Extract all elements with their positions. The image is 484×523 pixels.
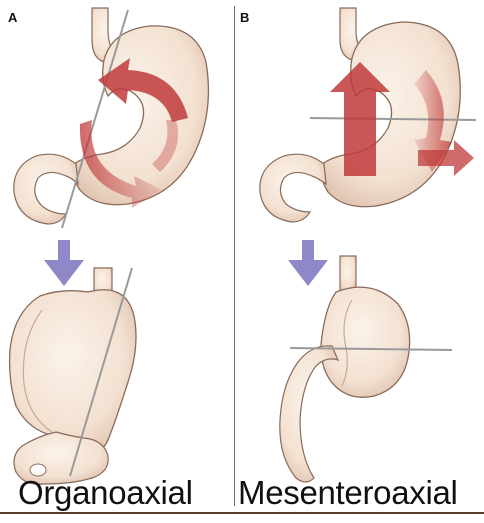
- panel-divider: [234, 6, 235, 506]
- panel-b-normal-stomach: [259, 7, 477, 223]
- rotation-arrow-up: [330, 62, 390, 176]
- transition-arrow-b: [288, 240, 328, 286]
- duodenum-elongated: [279, 345, 340, 483]
- panel-a-organoaxial-stomach: [8, 267, 137, 485]
- rotation-arrow-lower: [79, 120, 162, 208]
- rotation-arrow-back: [152, 120, 178, 172]
- stomach-rotated: [8, 289, 137, 456]
- stomach-flipped: [320, 286, 411, 398]
- bottom-rule: [0, 512, 484, 514]
- duodenum: [13, 153, 79, 225]
- esophagus-short: [339, 255, 357, 293]
- duodenum-lumen: [29, 463, 47, 477]
- organoaxial-axis-line: [61, 9, 129, 229]
- duodenum: [259, 153, 327, 223]
- mesenteroaxial-axis-line: [309, 117, 477, 121]
- rotation-arrow-down: [414, 70, 452, 172]
- organoaxial-axis-line-after: [69, 267, 133, 477]
- mesenteroaxial-axis-line-after: [289, 347, 453, 351]
- caption-organoaxial: Organoaxial: [18, 474, 193, 511]
- panel-b-mesenteroaxial-stomach: [279, 255, 453, 483]
- transition-arrow-a: [44, 240, 84, 286]
- panel-label-a: A: [8, 10, 18, 25]
- panel-a-normal-stomach: [13, 7, 210, 229]
- panel-label-b: B: [240, 10, 250, 25]
- caption-mesenteroaxial: Mesenteroaxial: [238, 474, 458, 511]
- stomach-body: [72, 25, 210, 206]
- stomach-fold: [22, 309, 53, 433]
- rotation-arrow-right: [418, 140, 474, 176]
- rotation-arrow-upper: [98, 58, 188, 122]
